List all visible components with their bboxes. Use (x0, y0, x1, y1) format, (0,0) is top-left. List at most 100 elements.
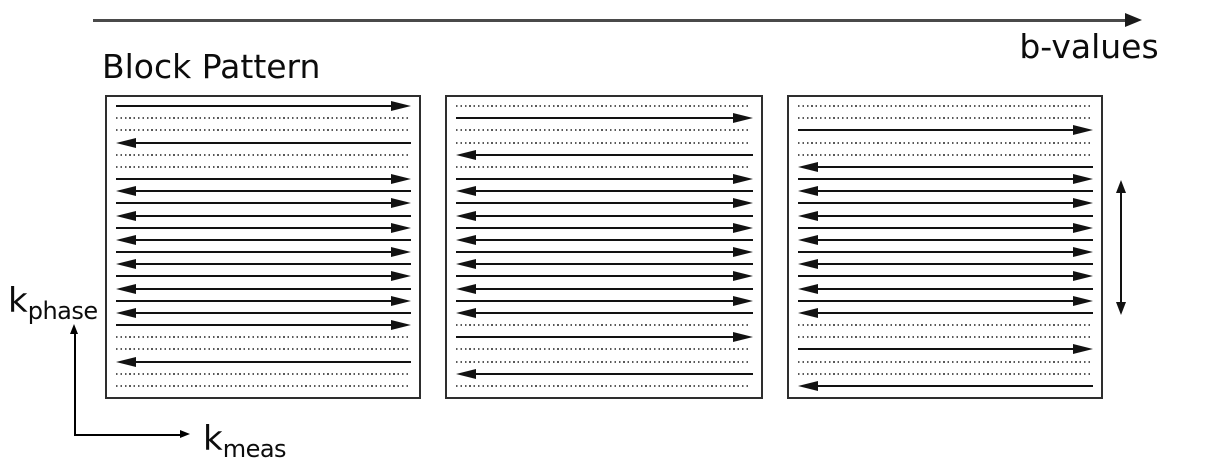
dotted-line (116, 165, 409, 168)
arrow-left-icon (798, 161, 818, 172)
dotted-line (798, 372, 1091, 375)
kspace-row-dotted (116, 331, 411, 343)
arrow-shaft (116, 275, 398, 278)
kspace-row-left (116, 210, 411, 222)
kspace-row-dotted (456, 100, 753, 112)
k-phase-axis-line (74, 333, 76, 435)
arrow-left-icon (456, 368, 476, 379)
arrow-left-icon (798, 307, 818, 318)
k-phase-label: kphase (8, 283, 98, 323)
arrow-shaft (469, 190, 753, 193)
kspace-row-dotted (798, 149, 1093, 161)
arrow-shaft (469, 263, 753, 266)
arrow-right-icon (1073, 271, 1093, 282)
arrow-left-icon (116, 137, 136, 148)
dotted-line (798, 336, 1091, 339)
kspace-row-dotted (116, 112, 411, 124)
dotted-line (116, 372, 409, 375)
arrow-shaft (129, 238, 411, 241)
arrow-shaft (469, 214, 753, 217)
kspace-row-dotted (456, 124, 753, 136)
arrow-left-icon (116, 307, 136, 318)
kspace-row-right (116, 319, 411, 331)
arrow-right-icon (391, 222, 411, 233)
kspace-row-dotted (798, 100, 1093, 112)
arrow-left-icon (456, 307, 476, 318)
arrow-right-icon (1073, 222, 1093, 233)
kspace-row-left (798, 380, 1093, 392)
dotted-line (116, 384, 409, 387)
arrow-shaft (798, 348, 1080, 351)
arrow-right-icon (1073, 295, 1093, 306)
kspace-row-left (456, 258, 753, 270)
kspace-row-right (798, 173, 1093, 185)
kspace-row-right (456, 295, 753, 307)
dotted-line (798, 117, 1091, 120)
arrow-shaft (798, 202, 1080, 205)
arrow-shaft (456, 251, 740, 254)
arrow-shaft (129, 141, 411, 144)
double-arrow-shaft (1120, 186, 1122, 309)
arrow-left-icon (456, 283, 476, 294)
arrow-shaft (469, 311, 753, 314)
arrow-right-icon (733, 198, 753, 209)
dotted-line (116, 153, 409, 156)
kspace-row-dotted (798, 356, 1093, 368)
kspace-row-dotted (456, 356, 753, 368)
arrow-shaft (129, 360, 411, 363)
kspace-row-dotted (798, 137, 1093, 149)
block-extent-double-arrow (1114, 180, 1128, 315)
arrow-down-icon (1116, 302, 1126, 315)
arrow-shaft (129, 263, 411, 266)
dotted-line (798, 153, 1091, 156)
arrow-shaft (798, 275, 1080, 278)
arrow-left-icon (798, 234, 818, 245)
arrow-right-icon (391, 271, 411, 282)
kspace-box-3 (787, 95, 1103, 399)
kspace-row-left (798, 161, 1093, 173)
kspace-row-right (456, 112, 753, 124)
arrow-left-icon (456, 149, 476, 160)
arrow-shaft (798, 251, 1080, 254)
kspace-row-left (798, 258, 1093, 270)
arrow-left-icon (798, 283, 818, 294)
dotted-line (456, 384, 751, 387)
axis-arrow-up-icon (70, 324, 78, 334)
arrow-right-icon (733, 174, 753, 185)
arrow-right-icon (1073, 247, 1093, 258)
arrow-left-icon (116, 356, 136, 367)
arrow-shaft (469, 153, 753, 156)
kspace-row-right (798, 124, 1093, 136)
dotted-line (456, 348, 751, 351)
arrow-right-icon (391, 247, 411, 258)
dotted-line (116, 336, 409, 339)
kspace-row-right (456, 246, 753, 258)
dotted-line (456, 165, 751, 168)
kspace-row-right (116, 222, 411, 234)
kspace-row-right (116, 295, 411, 307)
kspace-row-right (116, 270, 411, 282)
arrow-left-icon (456, 186, 476, 197)
arrow-shaft (469, 238, 753, 241)
k-meas-subscript: meas (222, 435, 287, 463)
arrow-left-icon (456, 259, 476, 270)
dotted-line (798, 324, 1091, 327)
arrow-shaft (798, 178, 1080, 181)
arrow-right-icon (733, 295, 753, 306)
kspace-row-dotted (116, 380, 411, 392)
kspace-row-left (456, 234, 753, 246)
k-meas-axis-line (74, 434, 180, 436)
arrow-shaft (456, 275, 740, 278)
arrow-shaft (811, 311, 1093, 314)
kspace-row-right (116, 173, 411, 185)
arrow-shaft (811, 263, 1093, 266)
kspace-row-left (116, 307, 411, 319)
kspace-row-left (798, 283, 1093, 295)
kspace-row-right (456, 222, 753, 234)
kspace-row-dotted (116, 343, 411, 355)
b-values-axis-arrowhead-icon (1125, 13, 1142, 27)
arrow-shaft (469, 287, 753, 290)
kspace-row-right (456, 270, 753, 282)
kspace-row-left (116, 137, 411, 149)
